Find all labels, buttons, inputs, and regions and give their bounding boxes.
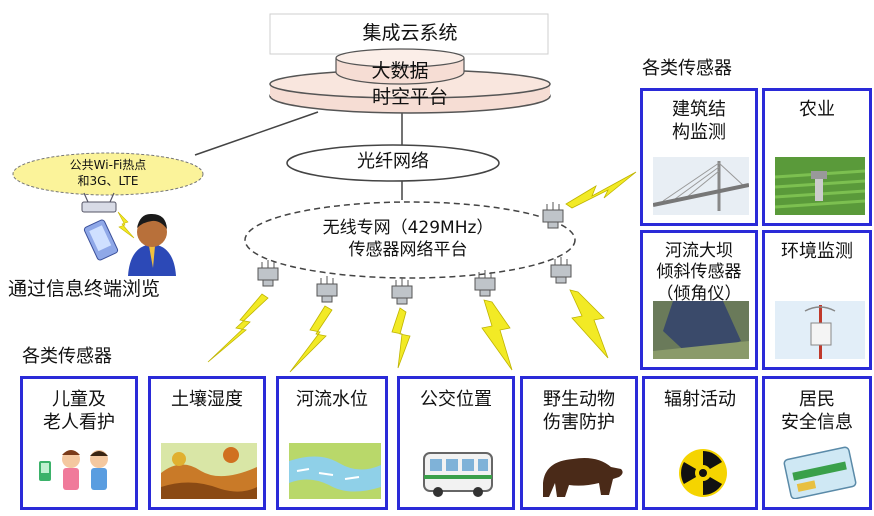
- bridge-icon: [653, 157, 749, 215]
- sensor-box-label: 环境监测: [781, 241, 853, 262]
- lightning-icon: [207, 293, 269, 363]
- sensor-box-label: 河流水位: [296, 389, 368, 410]
- wifi-label-1: 公共Wi-Fi热点: [69, 158, 147, 172]
- farm-field-icon: [775, 157, 865, 215]
- wifi-bubble: [12, 152, 204, 196]
- cloud-system-title: 集成云系统: [362, 22, 458, 44]
- radiation-icon: [679, 449, 727, 497]
- sensor-node-icon: [391, 278, 413, 305]
- sensor-node-icon: [474, 270, 496, 297]
- terminal-browse-label: 通过信息终端浏览: [8, 278, 161, 300]
- sensor-box-wildlife: 野生动物 伤害防护: [520, 376, 638, 510]
- big-data-label: 大数据: [371, 60, 429, 82]
- sensor-box-label: 儿童及 老人看护: [43, 389, 115, 433]
- sensor-box-elderly-care: 儿童及 老人看护: [20, 376, 138, 510]
- router-icon: [81, 192, 117, 213]
- sensor-box-label: 辐射活动: [664, 389, 736, 410]
- dam-aerial-icon: [653, 301, 749, 359]
- sensor-box-label: 河流大坝 倾斜传感器 （倾角仪）: [656, 241, 742, 304]
- lightning-icon: [289, 305, 333, 373]
- sensor-box-label: 土壤湿度: [171, 389, 243, 410]
- phone-icon: [83, 219, 119, 261]
- sensor-node-icon: [316, 276, 338, 303]
- fiber-network-label: 光纤网络: [357, 151, 429, 172]
- card-icon: [783, 446, 857, 499]
- lightning-icon: [569, 289, 609, 359]
- bus-icon: [423, 452, 493, 497]
- spatiotemporal-platform-label: 时空平台: [371, 86, 448, 108]
- cloud-drum: [269, 48, 551, 114]
- sensor-box-environment: 环境监测: [762, 230, 872, 370]
- environment-sensor-icon: [775, 301, 865, 359]
- sensor-box-bus-location: 公交位置: [397, 376, 515, 510]
- sensor-box-label: 农业: [799, 99, 835, 120]
- river-icon: [289, 443, 381, 499]
- fiber-ellipse: [286, 144, 500, 182]
- lightning-icon: [565, 171, 637, 209]
- person-icon: [128, 213, 176, 276]
- lightning-icon: [391, 307, 411, 369]
- wireless-network-label-2: 传感器网络平台: [348, 240, 468, 260]
- sensor-box-resident-safety: 居民 安全信息: [762, 376, 872, 510]
- wireless-network-label-1: 无线专网（429MHz）: [322, 218, 494, 238]
- sensor-box-radiation: 辐射活动: [642, 376, 758, 510]
- sensor-box-soil-moisture: 土壤湿度: [148, 376, 266, 510]
- children-icon: [39, 450, 108, 490]
- sensor-box-label: 居民 安全信息: [781, 389, 853, 433]
- bear-icon: [543, 458, 623, 497]
- wifi-label-2: 和3G、LTE: [77, 174, 139, 188]
- sensor-box-building-structure: 建筑结 构监测: [640, 88, 758, 226]
- sensors-heading-left: 各类传感器: [22, 346, 112, 367]
- sensor-node-icon: [257, 260, 279, 287]
- sensors-heading-right: 各类传感器: [642, 58, 732, 79]
- sensor-box-label: 建筑结 构监测: [672, 99, 726, 143]
- sensor-box-agriculture: 农业: [762, 88, 872, 226]
- sensor-node-icon: [542, 202, 564, 229]
- sensor-box-dam-tilt: 河流大坝 倾斜传感器 （倾角仪）: [640, 230, 758, 370]
- wireless-ellipse: [244, 201, 576, 279]
- sensor-node-icon: [550, 257, 572, 284]
- lightning-icon: [481, 299, 513, 371]
- sensor-box-river-level: 河流水位: [276, 376, 388, 510]
- sensor-box-label: 野生动物 伤害防护: [543, 389, 615, 433]
- sensor-box-label: 公交位置: [420, 389, 492, 410]
- soil-landscape-icon: [161, 443, 257, 499]
